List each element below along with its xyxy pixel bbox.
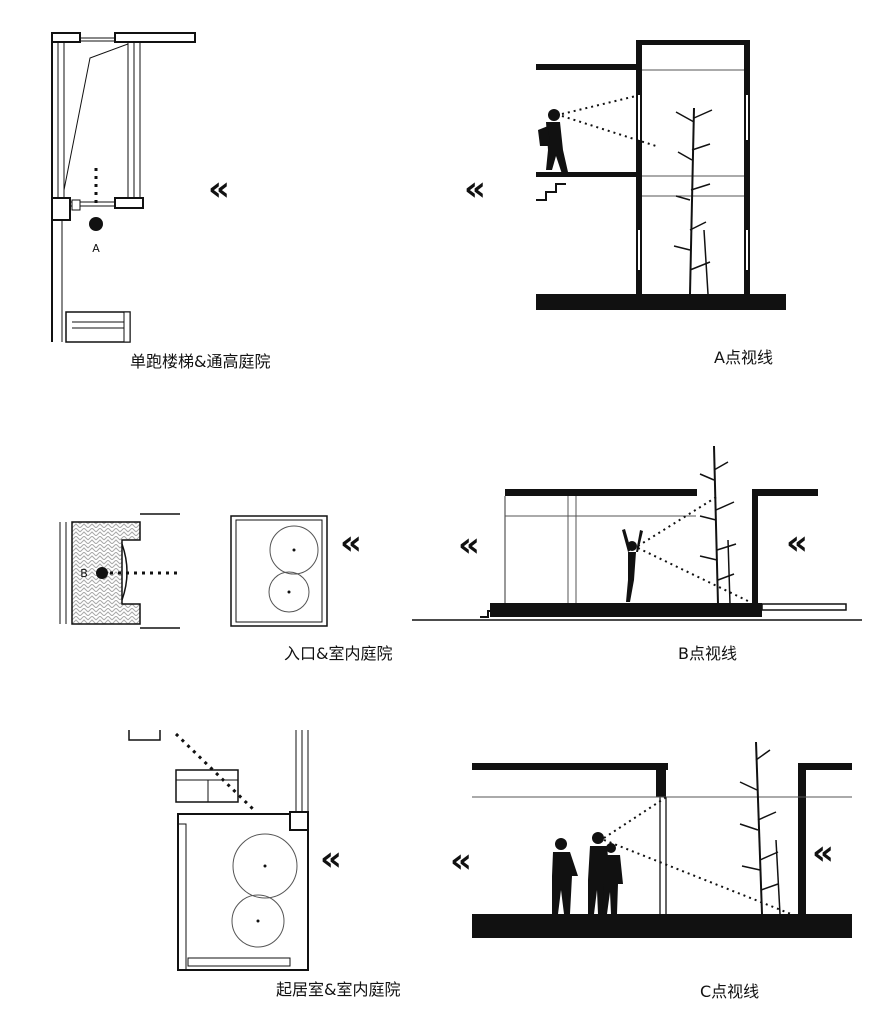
section-c bbox=[472, 741, 852, 938]
person-silhouette-b bbox=[622, 529, 643, 602]
section-a bbox=[536, 40, 786, 310]
arrow-left-icon: « bbox=[320, 839, 342, 879]
arrow-left-icon: « bbox=[208, 169, 230, 209]
arrow-left-icon: « bbox=[450, 841, 472, 881]
viewpoint-a-marker bbox=[89, 217, 103, 231]
arrow-left-icon: « bbox=[340, 523, 362, 563]
caption-b-section: B点视线 bbox=[678, 644, 737, 663]
viewpoint-b-label: B bbox=[80, 567, 88, 580]
caption-b-plan: 入口&室内庭院 bbox=[284, 644, 393, 663]
bamboo-b bbox=[699, 445, 737, 605]
arrow-left-icon: « bbox=[464, 169, 486, 209]
bamboo-c bbox=[739, 741, 781, 915]
viewpoint-b-marker bbox=[96, 567, 108, 579]
people-silhouettes-c bbox=[552, 832, 623, 914]
person-silhouette-a bbox=[538, 109, 568, 174]
bamboo-a bbox=[673, 107, 713, 295]
arrow-left-icon: « bbox=[786, 523, 808, 563]
arrow-left-icon: « bbox=[458, 525, 480, 565]
section-b bbox=[412, 445, 862, 621]
viewpoint-a-label: A bbox=[92, 242, 100, 255]
caption-c-plan: 起居室&室内庭院 bbox=[276, 980, 401, 999]
plan-a: A bbox=[51, 32, 196, 343]
caption-a-section: A点视线 bbox=[714, 348, 773, 367]
plan-b: B bbox=[59, 513, 328, 629]
caption-c-section: C点视线 bbox=[700, 982, 760, 1001]
sightline-dots-c bbox=[174, 732, 258, 814]
caption-a-plan: 单跑楼梯&通高庭院 bbox=[130, 352, 271, 371]
arrow-left-icon: « bbox=[812, 833, 834, 873]
plan-c bbox=[128, 730, 309, 971]
